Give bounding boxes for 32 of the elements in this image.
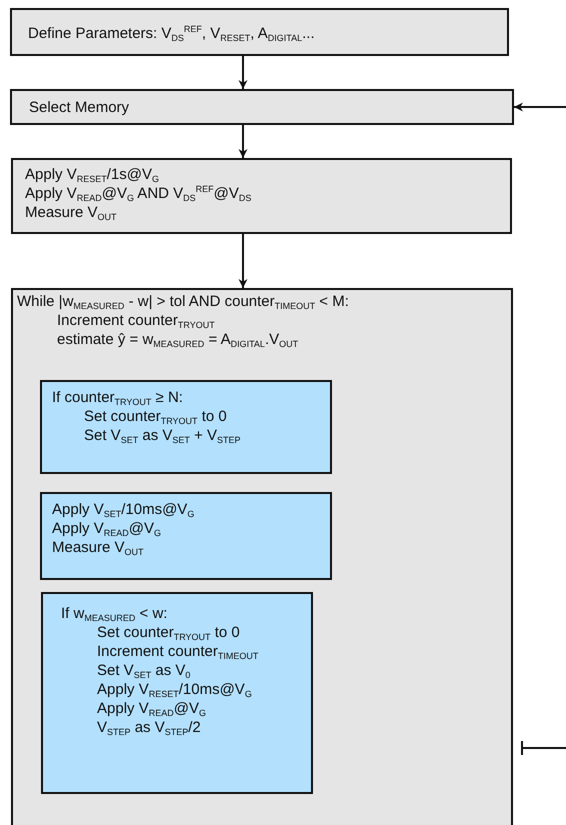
- arrow: [238, 56, 248, 89]
- step-text: Increment counter$_{TIMEOUT}$: [97, 642, 258, 661]
- step-text: Select Memory: [29, 98, 130, 117]
- process-box: [10, 89, 514, 125]
- arrow: [238, 234, 248, 288]
- process-box: [11, 158, 512, 234]
- step-text: V$_{STEP}$ as V$_{STEP}$/2: [97, 718, 201, 737]
- step-text: Set counter$_{TRYOUT}$ to 0: [97, 623, 240, 642]
- step-text: Set V$_{SET}$ as V$_{0}$: [97, 661, 190, 680]
- step-text: Measure V$_{OUT}$: [25, 203, 117, 222]
- step-text: Measure V$_{OUT}$: [52, 538, 144, 557]
- step-text: Apply V$_{RESET}$/1s@V$_{G}$: [25, 165, 159, 184]
- loop-box: [11, 288, 513, 825]
- step-text: estimate ŷ = w$_{MEASURED}$ = A$_{DIGITAL}$.V$_{OUT}$: [57, 330, 298, 349]
- arrow: [514, 102, 566, 112]
- arrow: [238, 125, 248, 158]
- process-box: [40, 492, 332, 580]
- step-text: Set V$_{SET}$ as V$_{SET}$ + V$_{STEP}$: [84, 426, 241, 445]
- step-text: Apply V$_{SET}$/10ms@V$_{G}$: [52, 500, 194, 519]
- step-text: Apply V$_{RESET}$/10ms@V$_{G}$: [97, 680, 252, 699]
- step-text: Set counter$_{TRYOUT}$ to 0: [84, 407, 227, 426]
- step-text: Apply V$_{READ}$@V$_{G}$ AND V$_{DS}$$^{REF}$@V$_{DS}$: [25, 184, 252, 203]
- step-text: Apply V$_{READ}$@V$_{G}$: [52, 519, 161, 538]
- step-text: Apply V$_{READ}$@V$_{G}$: [97, 699, 206, 718]
- condition-box: [41, 592, 313, 794]
- step-text: Define Parameters: V$_{DS}$$^{REF}$, V$_{RESET}$, A$_{DIGITAL}$...: [28, 24, 315, 43]
- condition-box: [40, 380, 332, 474]
- step-text: While |w$_{MEASURED}$ - w| > tol AND counter$_{TIMEOUT}$ < M:: [17, 292, 349, 311]
- step-text: If w$_{MEASURED}$ < w:: [61, 604, 168, 623]
- process-box: [10, 8, 509, 56]
- step-text: If counter$_{TRYOUT}$ ≥ N:: [52, 388, 183, 407]
- step-text: Increment counter$_{TRYOUT}$: [57, 311, 215, 330]
